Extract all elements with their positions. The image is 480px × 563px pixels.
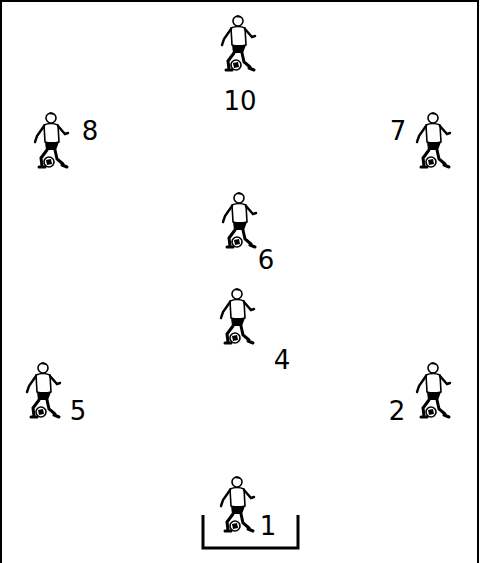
player-number: 1 [260,513,277,539]
player-figure [223,192,256,247]
player-number: 8 [82,118,99,144]
player-number: 5 [70,398,87,424]
player-number: 7 [390,118,407,144]
player-figure [221,476,254,531]
player-number: 10 [223,88,256,114]
player-figure [222,15,255,70]
player-figure [417,362,450,417]
player-figure [35,112,68,167]
player-number: 6 [258,247,275,273]
player-figure [221,288,254,343]
player-figure [27,362,60,417]
player-number: 2 [389,398,406,424]
player-number: 4 [274,347,291,373]
player-figure [417,112,450,167]
